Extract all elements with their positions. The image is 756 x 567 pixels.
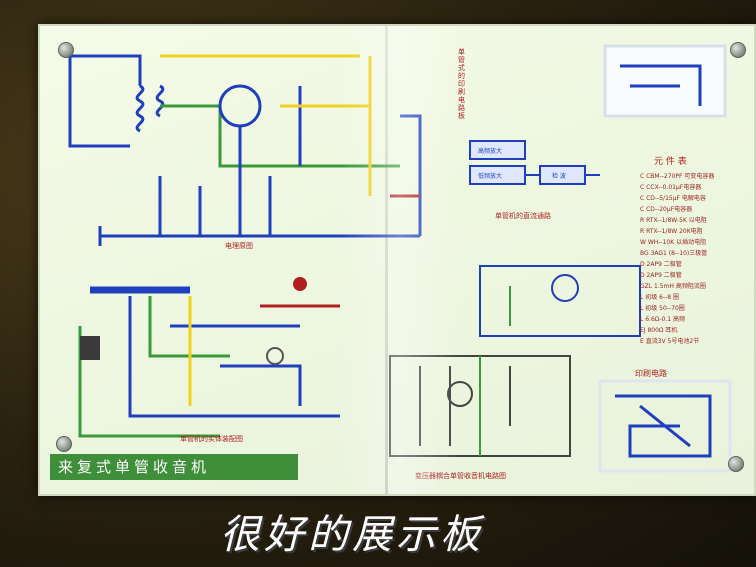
pcb-label: 印刷电路	[635, 369, 667, 378]
parts-row: R RTX--1/8W-5K 以电阻	[640, 217, 707, 224]
parts-row: L 6.6Ω-0.1 高频	[640, 316, 685, 323]
pcb-bottom	[598, 379, 732, 473]
panel-seam	[385, 26, 388, 494]
parts-row: D 2AP9 二极管	[640, 261, 682, 268]
dc-path-label: 单管机的直流通路	[495, 212, 551, 220]
display-board: 电理原图 单管机的实体装配图 单管机的直流通路 变压器耦合单管收音机电路图 印刷…	[38, 24, 756, 496]
block-diagram	[469, 140, 600, 185]
parts-row: BG 3AG1 (8--10)三极管	[640, 250, 708, 257]
transformer-schematic	[389, 355, 571, 457]
assembly-layout	[78, 277, 340, 438]
main-schematic	[68, 54, 422, 246]
pcb-vertical-label: 单管式的印刷电路板	[458, 48, 465, 120]
parts-row: W WH--10K 以插动电阻	[640, 239, 707, 246]
parts-row: R RTX--1/8W 20K电阻	[640, 228, 703, 235]
block-label-detect: 检 波	[552, 173, 566, 180]
screw-icon	[728, 456, 744, 472]
block-label-af: 低频放大	[478, 173, 503, 180]
screw-icon	[56, 436, 72, 452]
parts-row: C CBM--270PF 可变电容器	[640, 173, 715, 180]
parts-table-title: 元 件 表	[654, 157, 687, 167]
transformer-circuit-label: 变压器耦合单管收音机电路图	[415, 472, 506, 480]
pcb-top	[603, 44, 727, 118]
block-label-rf: 高频放大	[478, 148, 503, 155]
screw-icon	[730, 42, 746, 58]
parts-row: E 直流3V 5号电池2节	[640, 338, 700, 345]
parts-row: C CD--5/15μF 电解电容	[640, 195, 706, 202]
light-glare	[340, 26, 460, 494]
board-title: 来复式单管收音机	[50, 454, 298, 480]
layout-label: 单管机的实体装配图	[180, 435, 243, 443]
parts-row: L 初级 50--70圈	[640, 305, 685, 312]
dc-path-schematic	[479, 265, 641, 337]
parts-row: L 初级 6--8 圈	[640, 294, 680, 301]
parts-row: EJ 800Ω 耳机	[640, 327, 678, 334]
photo-caption: 很好的展示板	[220, 512, 484, 558]
schematic-label: 电理原图	[225, 242, 253, 250]
parts-row: D 2AP9 二极管	[640, 272, 682, 279]
screw-icon	[58, 42, 74, 58]
parts-row: GZL 1.5mH 高频阻流圈	[640, 283, 706, 290]
parts-table: C CBM--270PF 可变电容器 C CCX--0.01μF电容器 C CD…	[640, 171, 750, 347]
parts-row: C CD--20μF电容器	[640, 206, 693, 213]
parts-row: C CCX--0.01μF电容器	[640, 184, 702, 191]
circuit-drawings	[68, 44, 732, 473]
